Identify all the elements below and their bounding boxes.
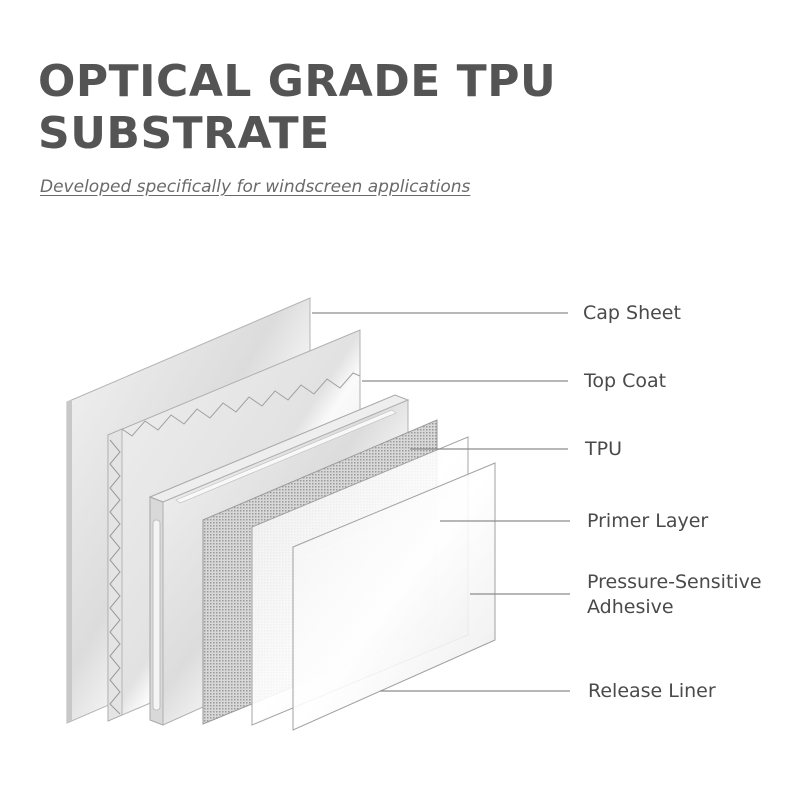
- release-liner-layer: [292, 462, 496, 731]
- label-release-liner: Release Liner: [588, 680, 716, 702]
- label-primer-layer: Primer Layer: [587, 510, 709, 532]
- label-adhesive-line-2: Adhesive: [587, 596, 674, 618]
- title-line-1: OPTICAL GRADE TPU: [38, 56, 557, 107]
- subtitle: Developed specifically for windscreen ap…: [40, 177, 471, 197]
- label-cap-sheet: Cap Sheet: [583, 302, 681, 324]
- label-tpu: TPU: [585, 438, 622, 460]
- label-top-coat: Top Coat: [584, 370, 667, 392]
- page-title: OPTICAL GRADE TPU SUBSTRATE: [38, 56, 556, 160]
- title-line-2: SUBSTRATE: [38, 108, 330, 159]
- leader-lines: [312, 312, 570, 692]
- label-adhesive-line-1: Pressure-Sensitive: [587, 571, 762, 593]
